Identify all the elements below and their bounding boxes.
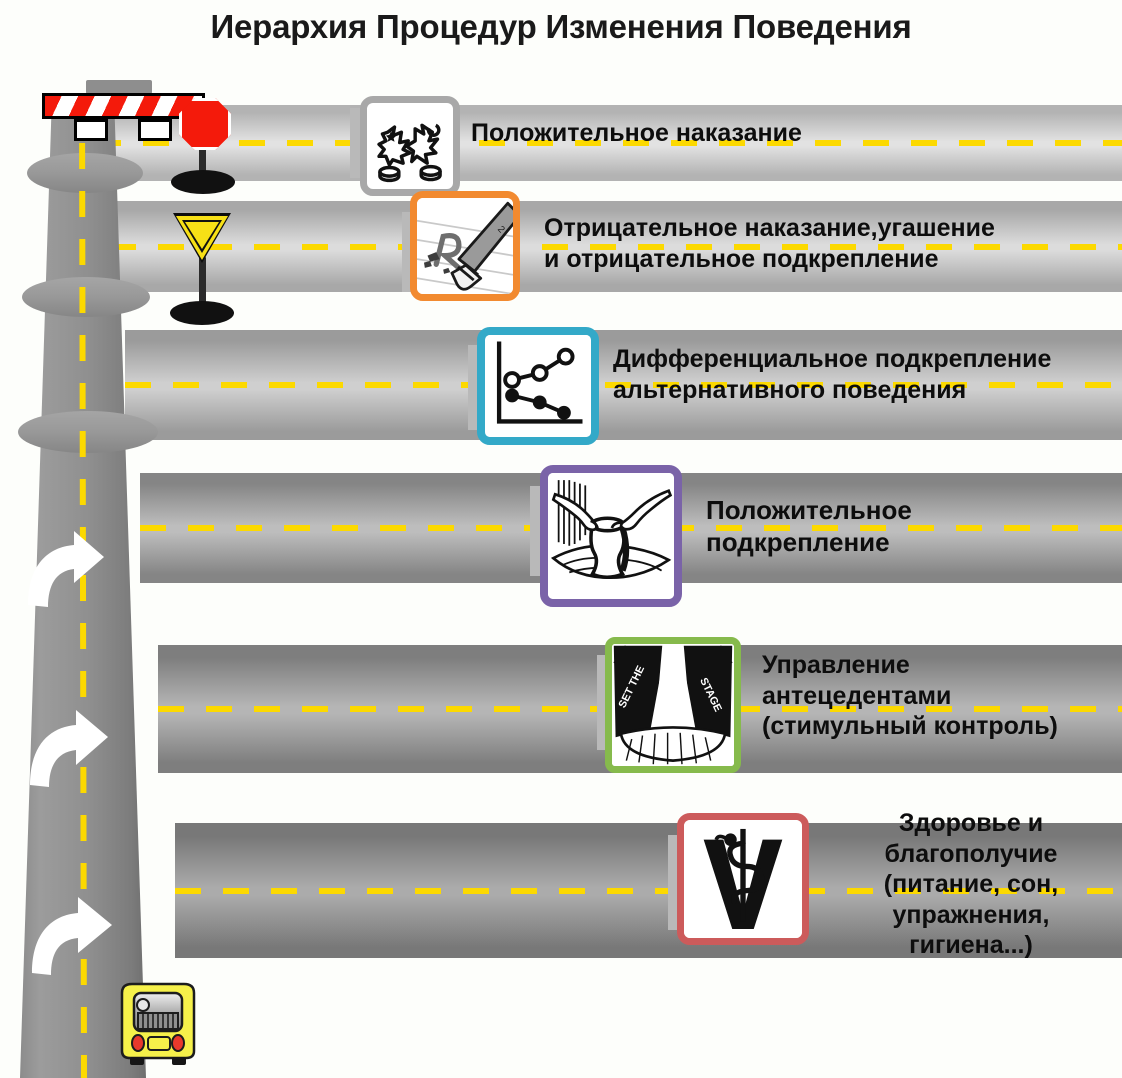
label-level-2: Отрицательное наказание,угашение и отриц… — [544, 214, 995, 273]
pencil-eraser-icon: 2 — [417, 198, 513, 294]
road-closed-barrier — [42, 80, 212, 143]
yield-sign — [168, 213, 240, 325]
barrier-leg-right — [138, 119, 172, 141]
pottery-hands-icon — [548, 473, 674, 599]
icon-card-level-1[interactable] — [360, 96, 460, 196]
ramp-level-2 — [110, 201, 1122, 292]
icon-card-level-2[interactable]: 2 — [410, 191, 520, 301]
set-the-stage-icon: SET THE STAGE — [612, 644, 734, 766]
sign-post — [199, 257, 206, 315]
sign-base — [170, 301, 234, 325]
label-level-3: Дифференциальное подкрепление альтернати… — [613, 345, 1052, 404]
page-title: Иерархия Процедур Изменения Поведения — [210, 8, 912, 45]
barrier-cap — [86, 80, 152, 94]
ramp-level-6 — [175, 823, 1122, 958]
ramp-level-3 — [125, 330, 1122, 440]
barrier-board — [42, 93, 205, 119]
impact-burst-icon — [377, 123, 442, 183]
label-level-1: Положительное наказание — [471, 119, 802, 147]
barrier-leg-left — [74, 119, 108, 141]
ramp-level-1 — [95, 105, 1122, 181]
stop-sign — [170, 98, 240, 198]
svg-text:2: 2 — [495, 224, 507, 235]
icon-card-level-5[interactable]: SET THE STAGE — [605, 637, 741, 773]
main-highway-tower — [0, 95, 260, 1078]
line-graph-icon — [485, 335, 591, 437]
sign-post — [199, 138, 206, 186]
label-level-5: Управление антецедентами (стимульный кон… — [762, 651, 1058, 740]
ramp-centerline — [125, 382, 1122, 388]
icon-card-level-4[interactable] — [540, 465, 682, 607]
veterinary-caduceus-icon — [684, 820, 802, 938]
ramp-centerline — [175, 887, 1122, 894]
icon-card-level-6[interactable] — [677, 813, 809, 945]
school-bus — [110, 975, 206, 1071]
yield-sign-face — [173, 213, 231, 263]
icon-card-level-3[interactable] — [477, 327, 599, 445]
label-level-4: Положительное подкрепление — [706, 495, 912, 557]
ramp-centerline — [110, 243, 1122, 250]
ramp-centerline — [95, 140, 1122, 146]
stop-sign-face — [179, 98, 231, 150]
sign-base — [171, 170, 235, 194]
label-level-6: Здоровье и благополучие (питание, сон, у… — [883, 809, 1059, 959]
